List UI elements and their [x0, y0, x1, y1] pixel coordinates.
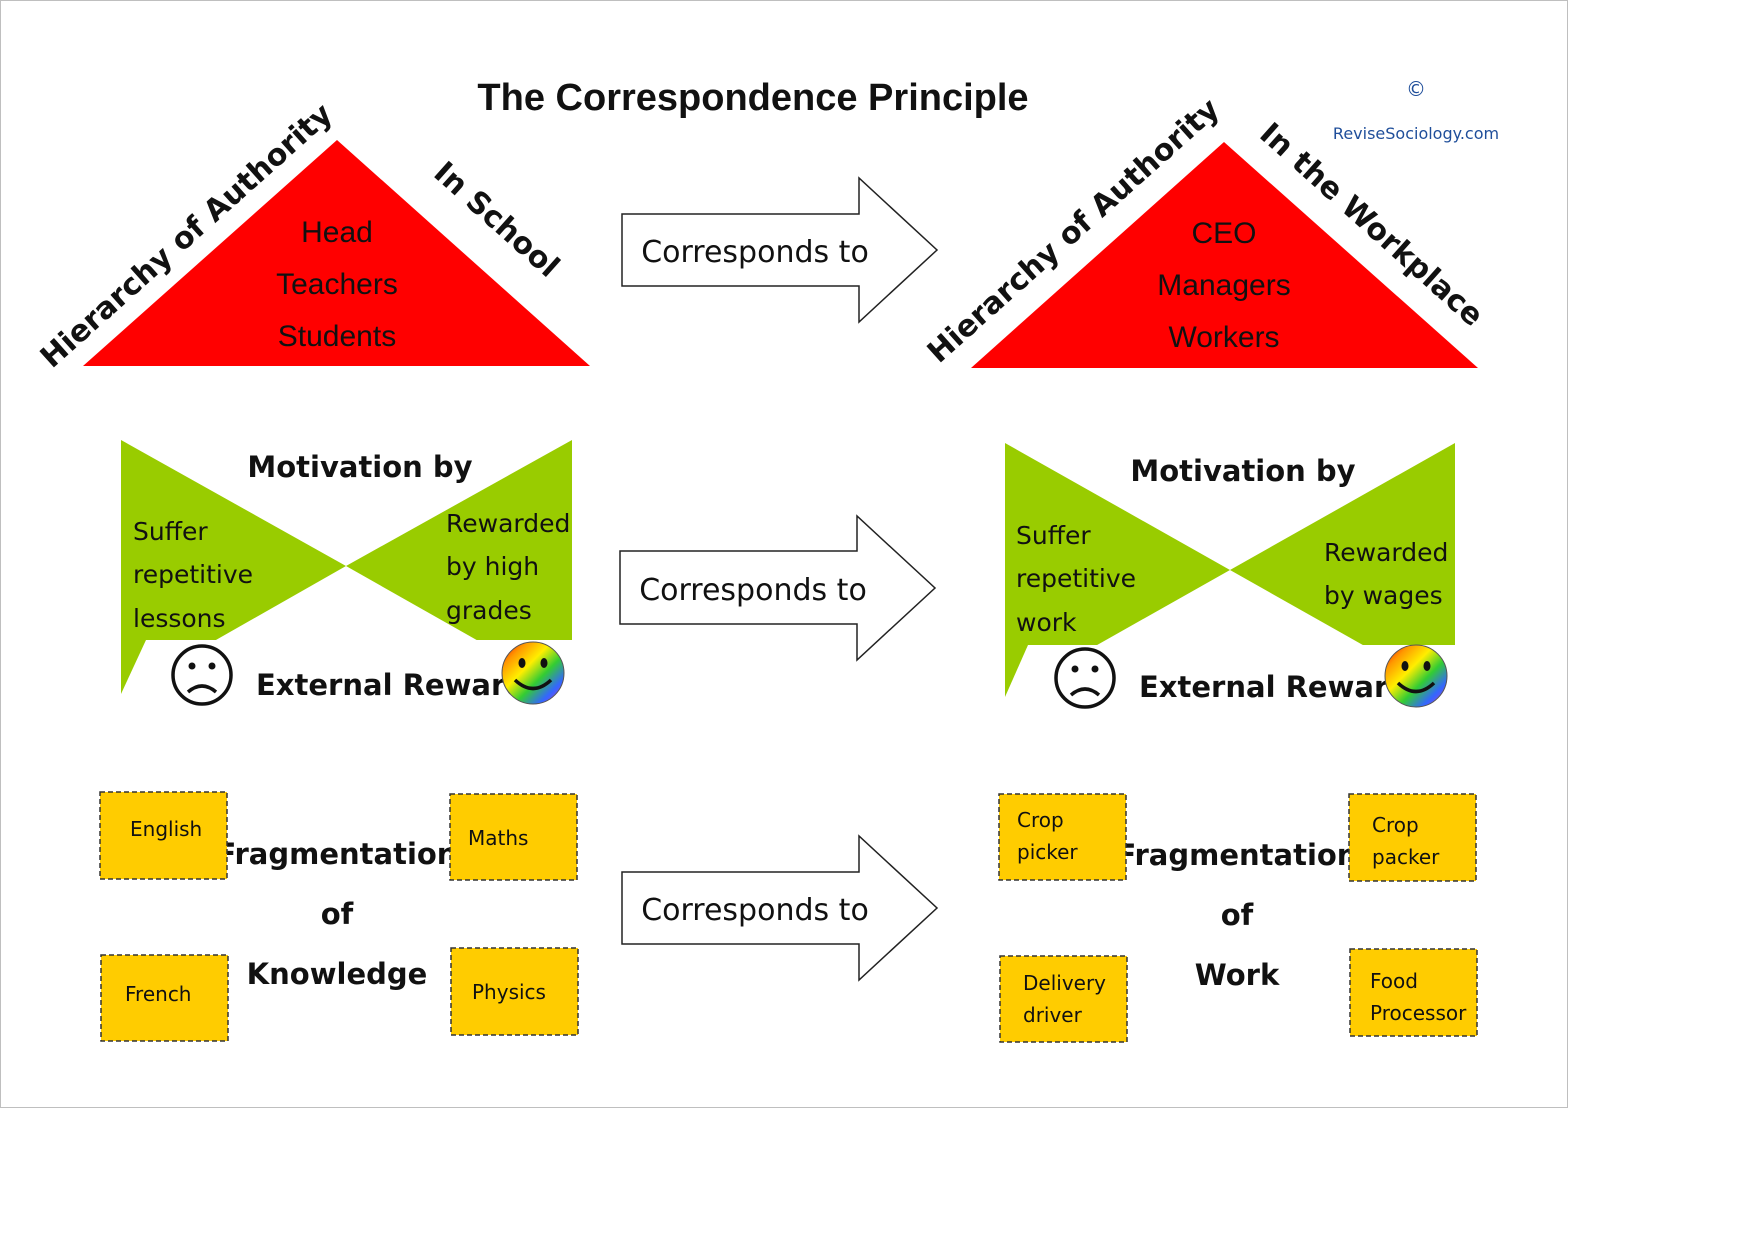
school-hierarchy: Head Teachers Students Hierarchy of Auth…: [34, 96, 590, 375]
motivation-heading: Motivation by: [247, 450, 472, 484]
job-label: Food: [1370, 969, 1418, 993]
hierarchy-level: Students: [278, 320, 396, 353]
hierarchy-level: Managers: [1157, 269, 1290, 302]
rainbow-smiley-icon: [501, 641, 565, 705]
subject-label: Maths: [468, 826, 528, 850]
subject-label: English: [130, 817, 202, 841]
job-label: packer: [1372, 845, 1440, 869]
rainbow-smiley-icon: [1384, 644, 1448, 708]
job-box: Delivery driver: [999, 955, 1128, 1043]
job-label: picker: [1017, 840, 1078, 864]
site-credit: ReviseSociology.com: [1333, 124, 1499, 143]
job-box: Food Processor: [1349, 948, 1478, 1037]
page-title: The Correspondence Principle: [477, 77, 1028, 119]
external-rewards-label: External Rewards: [256, 668, 543, 702]
subject-box: French: [100, 954, 229, 1042]
copyright-symbol: ©: [1406, 77, 1426, 101]
subject-label: French: [125, 982, 191, 1006]
right-arrow-icon: [619, 514, 937, 662]
sad-face-icon: [171, 644, 233, 706]
workplace-fragmentation: Fragmentation of Work Crop picker Crop p…: [998, 793, 1478, 1043]
right-arrow-icon: [621, 176, 939, 324]
motivation-heading: Motivation by: [1130, 454, 1355, 488]
motivation-left-line: repetitive: [1016, 564, 1136, 593]
sad-face-icon: [1054, 647, 1116, 709]
bowtie-left-wing: [121, 440, 346, 694]
workplace-motivation: Motivation by Suffer repetitive work Rew…: [1005, 443, 1455, 709]
subject-box: English: [99, 791, 228, 880]
corresponds-arrow: Corresponds to: [619, 514, 937, 662]
fragmentation-heading: Fragmentation: [1117, 838, 1358, 872]
motivation-right-line: by wages: [1324, 581, 1443, 610]
workplace-hierarchy-triangle: [971, 142, 1478, 368]
fragmentation-heading: Fragmentation: [217, 837, 458, 871]
motivation-right-line: by high: [446, 552, 539, 581]
job-label: Crop: [1017, 808, 1064, 832]
job-label: Crop: [1372, 813, 1419, 837]
job-label: Processor: [1370, 1001, 1467, 1025]
job-box: Crop picker: [998, 793, 1127, 881]
bowtie-left-wing: [1005, 443, 1230, 697]
external-rewards-label: External Rewards: [1139, 670, 1426, 704]
motivation-left-line: repetitive: [133, 560, 253, 589]
motivation-right-line: Rewarded: [1324, 538, 1448, 567]
hierarchy-level: Head: [301, 216, 373, 249]
fragmentation-heading: of: [1221, 898, 1254, 932]
arrow-label: Corresponds to: [641, 235, 869, 270]
bowtie-right-wing: [1230, 443, 1455, 697]
corresponds-arrow: Corresponds to: [621, 176, 939, 324]
motivation-right-line: Rewarded: [446, 509, 570, 538]
job-label: Delivery: [1023, 971, 1106, 995]
job-box: Crop packer: [1348, 793, 1477, 882]
fragmentation-heading: Knowledge: [247, 957, 428, 991]
subject-box: Maths: [449, 793, 578, 881]
hierarchy-level: Teachers: [276, 268, 398, 301]
motivation-left-line: work: [1016, 608, 1077, 637]
bowtie-right-wing: [346, 440, 572, 694]
hierarchy-level: Workers: [1168, 321, 1279, 354]
job-label: driver: [1023, 1003, 1083, 1027]
motivation-right-line: grades: [446, 596, 532, 625]
subject-box: Physics: [450, 947, 579, 1036]
motivation-left-line: lessons: [133, 604, 226, 633]
fragmentation-heading: of: [321, 897, 354, 931]
right-arrow-icon: [621, 834, 939, 982]
school-fragmentation: Fragmentation of Knowledge English Maths…: [99, 791, 579, 1042]
arrow-label: Corresponds to: [639, 573, 867, 608]
arrow-label: Corresponds to: [641, 893, 869, 928]
corresponds-arrow: Corresponds to: [621, 834, 939, 982]
fragmentation-heading: Work: [1195, 958, 1280, 992]
subject-label: Physics: [472, 980, 546, 1004]
hierarchy-level: CEO: [1191, 217, 1256, 250]
motivation-left-line: Suffer: [1016, 521, 1091, 550]
school-motivation: Motivation by Suffer repetitive lessons …: [121, 440, 572, 706]
motivation-left-line: Suffer: [133, 517, 208, 546]
school-hierarchy-triangle: [83, 140, 590, 366]
